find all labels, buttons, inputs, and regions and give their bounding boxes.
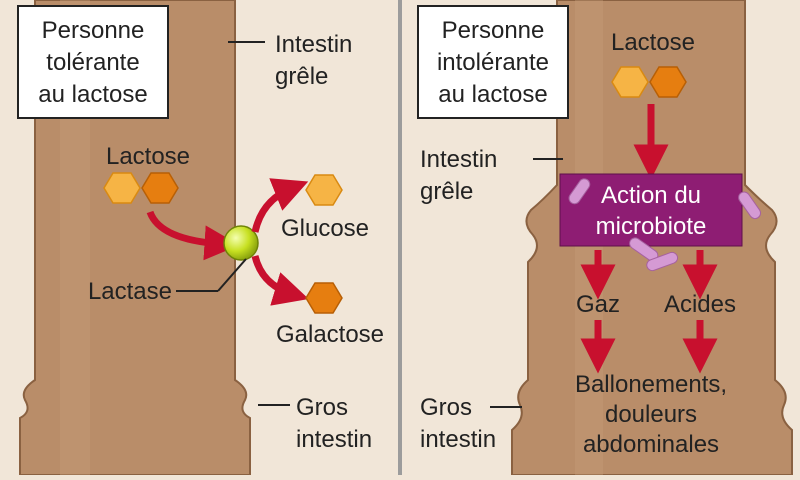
right-title-line3: au lactose — [438, 81, 547, 108]
galactose-hexagon — [305, 282, 343, 314]
left-arrow-to-lactase — [146, 210, 240, 261]
left-lactose-label: Lactose — [106, 143, 190, 170]
gaz-label: Gaz — [576, 291, 620, 318]
left-small-intestine-label-line2: grêle — [275, 63, 328, 90]
right-large-intestine-label-line1: Gros — [420, 394, 472, 421]
left-title-box — [17, 5, 169, 119]
left-title-line1: Personne — [42, 17, 145, 44]
right-title-box — [417, 5, 569, 119]
microbiote-box — [559, 173, 743, 247]
glucose-hexagon — [305, 174, 343, 206]
microbiote-label-line1: Action du — [601, 182, 701, 209]
left-large-intestine-label-line1: Gros — [296, 394, 348, 421]
bacterium-1 — [568, 178, 591, 205]
right-lactose-label: Lactose — [611, 29, 695, 56]
arrow-to-glucose — [251, 178, 309, 233]
left-small-intestine-label-line1: Intestin — [275, 31, 352, 58]
right-lactose-hexagon-1 — [611, 66, 649, 98]
left-lactose-hexagon-1 — [103, 172, 141, 204]
glucose-label: Glucose — [281, 215, 369, 242]
acides-label: Acides — [664, 291, 736, 318]
right-small-intestine-label-line2: grêle — [420, 178, 473, 205]
bacterium-2 — [738, 191, 762, 220]
right-small-intestine-label-line1: Intestin — [420, 146, 497, 173]
right-large-intestine-label-line2: intestin — [420, 426, 496, 453]
right-title-line1: Personne — [442, 17, 545, 44]
left-title-line2: tolérante — [46, 49, 139, 76]
lactase-leader — [217, 258, 247, 292]
left-lactose-hexagon-2 — [141, 172, 179, 204]
bacterium-4 — [646, 251, 679, 272]
lactase-label: Lactase — [88, 278, 172, 305]
symptoms-line1: Ballonements, — [575, 371, 727, 398]
microbiote-label-line2: microbiote — [596, 213, 707, 240]
left-title-line3: au lactose — [38, 81, 147, 108]
arrow-to-galactose — [251, 255, 309, 306]
symptoms-line2: douleurs — [605, 401, 697, 428]
galactose-label: Galactose — [276, 321, 384, 348]
right-title-line2: intolérante — [437, 49, 549, 76]
lactase-enzyme — [223, 225, 259, 261]
right-panel: Personne intolérante au lactose Lactose … — [417, 0, 793, 476]
symptoms-line3: abdominales — [583, 431, 719, 458]
left-large-intestine-label-line2: intestin — [296, 426, 372, 453]
right-lactose-hexagon-2 — [649, 66, 687, 98]
